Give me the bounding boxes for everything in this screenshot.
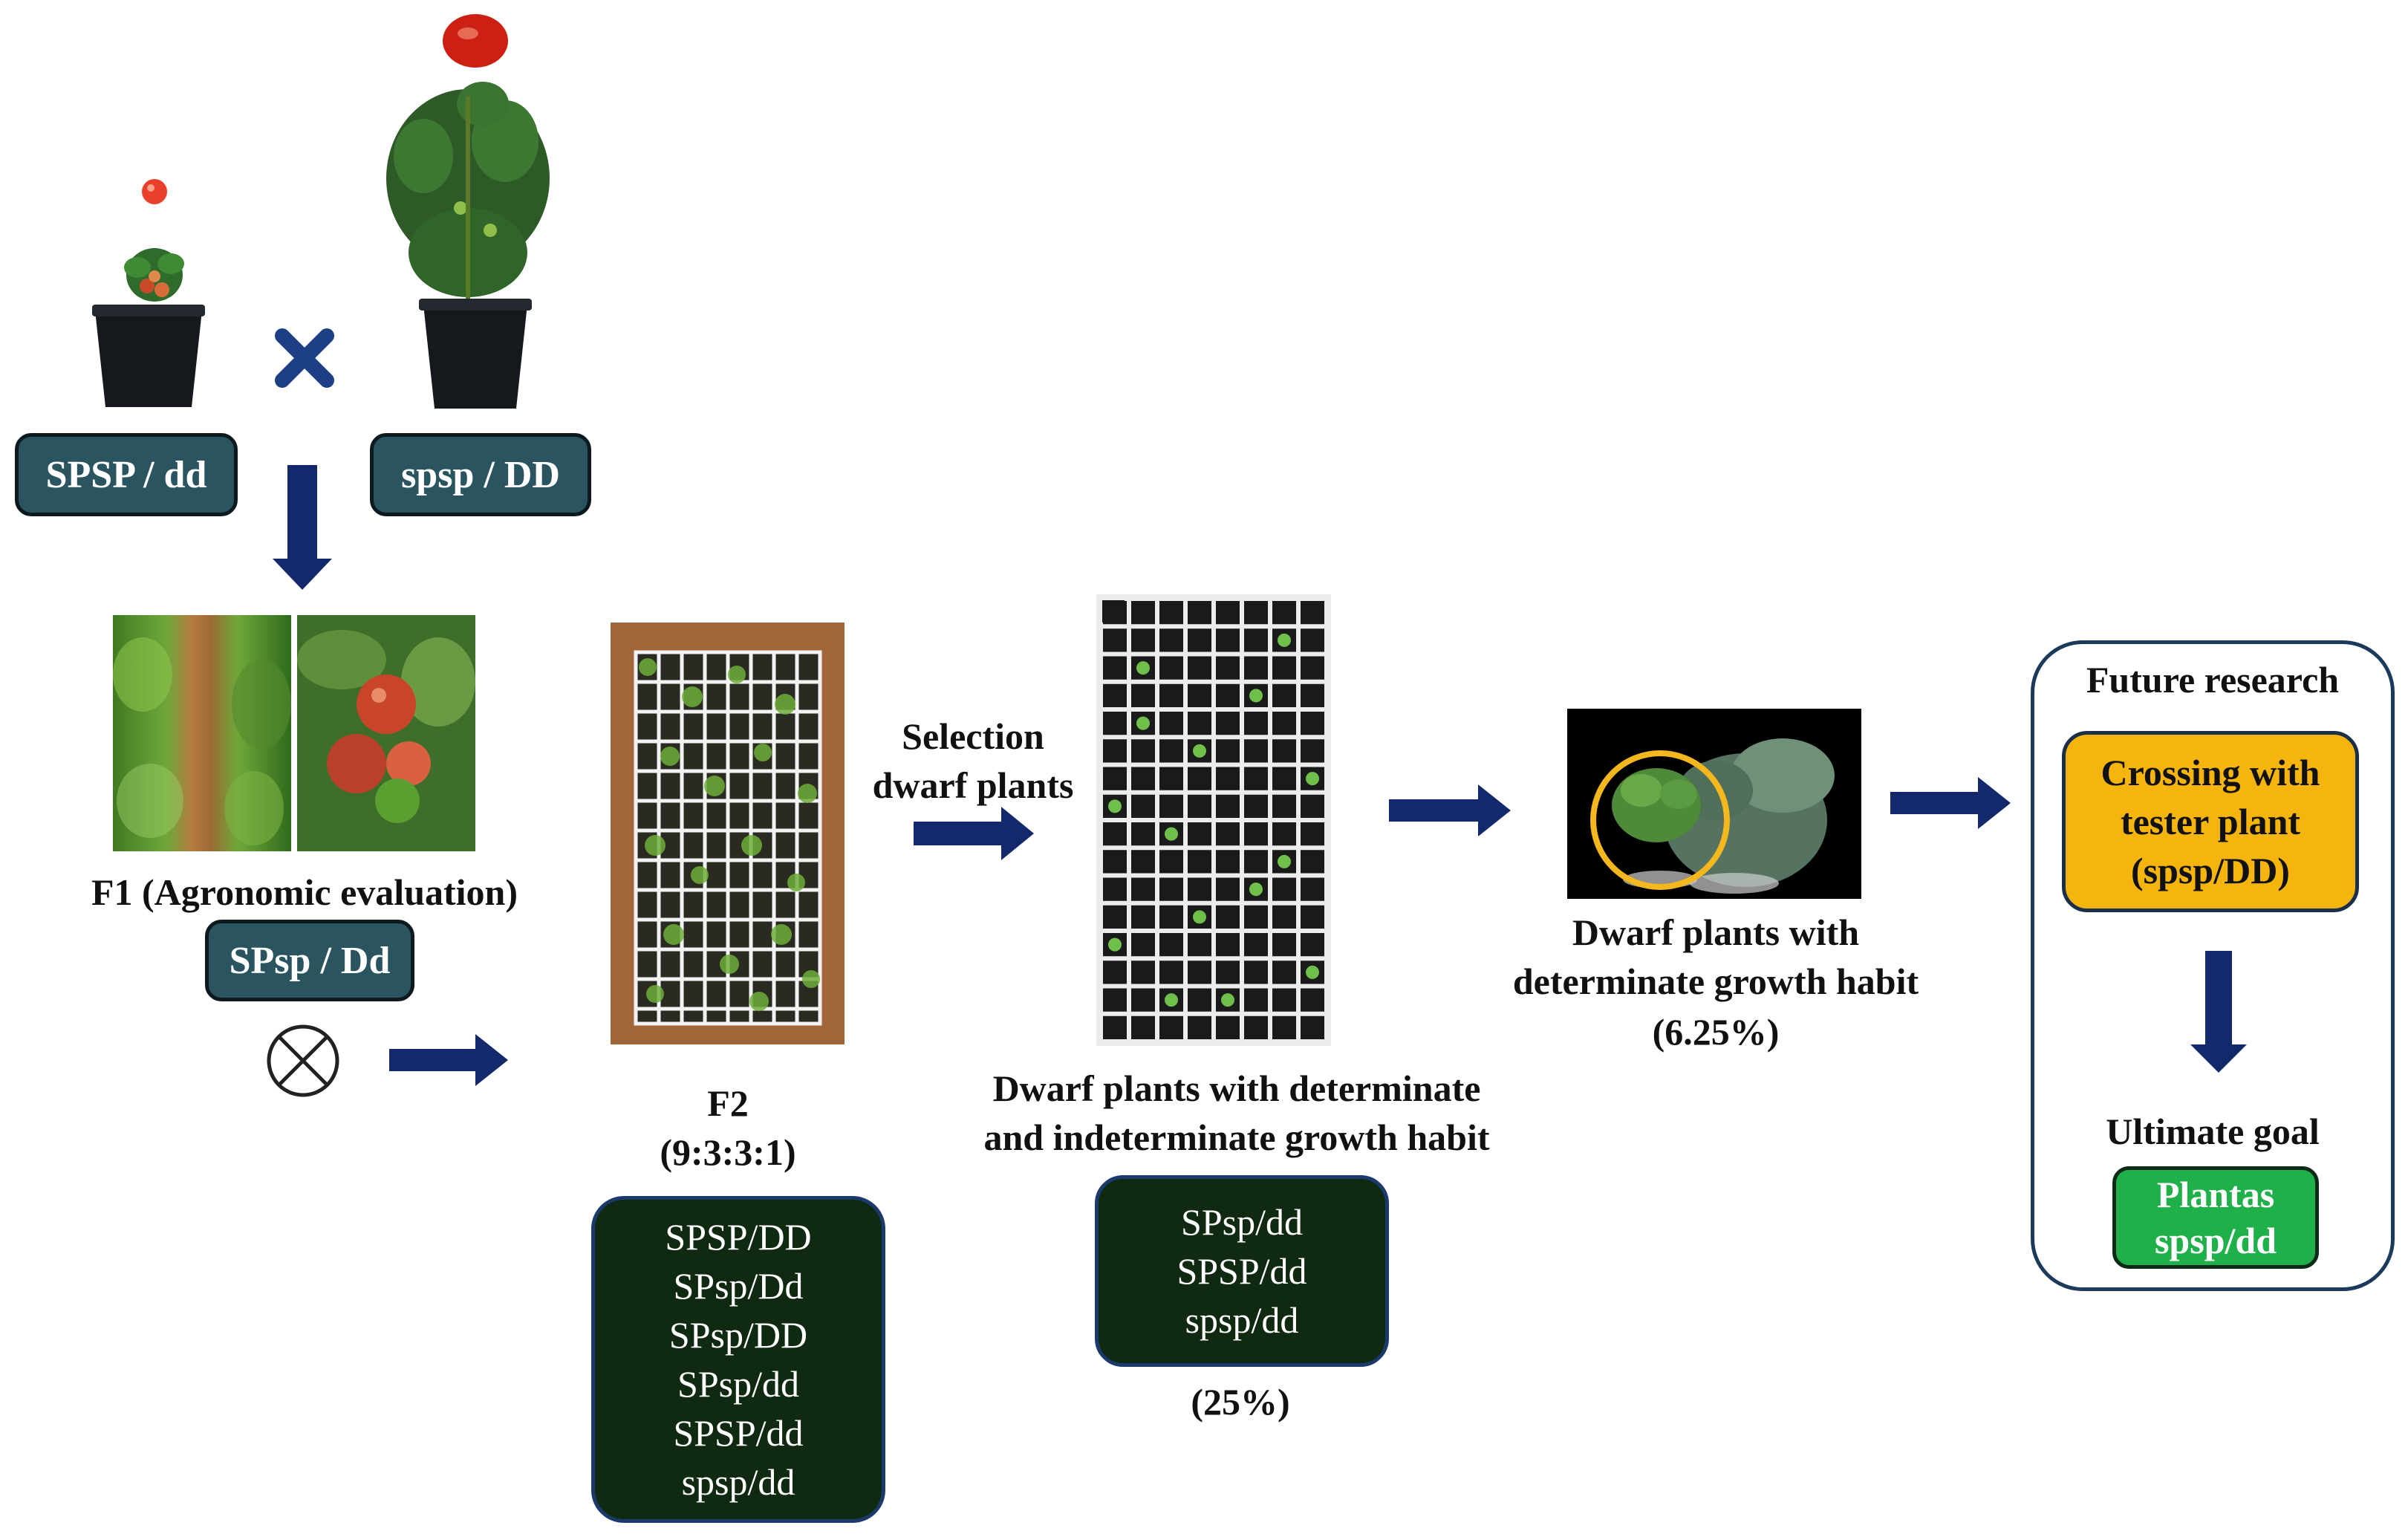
- dwarf-mixed-genotype-item: spsp/dd: [1185, 1299, 1299, 1341]
- arrow-down-to-goal: [2190, 951, 2247, 1073]
- f1-fruit-photo: [297, 615, 475, 851]
- f2-genotype-item: SPsp/DD: [668, 1314, 808, 1356]
- parent-genotype-left: SPSP / dd: [15, 433, 238, 516]
- arrow-right-selection: [914, 807, 1034, 860]
- tall-parent-plant-image: [386, 14, 550, 409]
- dwarf-selection-tray-photo: [1096, 594, 1331, 1046]
- determinate-title-line2: determinate growth habit: [1512, 961, 1919, 1002]
- f1-title: F1 (Agronomic evaluation): [91, 871, 518, 913]
- f2-seedling-tray-photo: [611, 623, 845, 1044]
- dwarf-mixed-percent: (25%): [1191, 1381, 1290, 1423]
- selection-label-line2: dwarf plants: [872, 764, 1074, 806]
- f1-genotype: SPsp / Dd: [205, 920, 414, 1001]
- dwarf-mixed-genotype-box: SPsp/dd SPSP/dd spsp/dd: [1095, 1175, 1389, 1367]
- f2-genotype-item: SPSP/DD: [665, 1216, 812, 1258]
- arrow-right-to-f2: [389, 1034, 508, 1086]
- dwarf-mixed-genotype-item: SPSP/dd: [1177, 1250, 1307, 1292]
- goal-line2: spsp/dd: [2154, 1220, 2277, 1261]
- crossing-line2: tester plant: [2120, 801, 2301, 842]
- f2-genotype-item: SPsp/Dd: [673, 1265, 804, 1307]
- selection-label-line1: Selection: [902, 715, 1044, 757]
- crossing-tester-box: Crossing with tester plant (spsp/DD): [2062, 731, 2359, 912]
- parent-genotype-right-text: spsp / DD: [401, 453, 560, 496]
- dwarf-parent-plant-image: [92, 179, 205, 407]
- future-research-title: Future research: [2086, 659, 2340, 701]
- dwarf-mixed-title-line1: Dwarf plants with determinate: [992, 1067, 1481, 1109]
- determinate-plants-photo: [1567, 709, 1861, 899]
- f1-genotype-text: SPsp / Dd: [229, 939, 391, 982]
- future-research-panel: [2031, 640, 2395, 1291]
- goal-plants-box: Plantas spsp/dd: [2112, 1166, 2319, 1269]
- arrow-down-to-f1: [273, 465, 332, 590]
- f2-genotype-item: spsp/dd: [681, 1461, 795, 1503]
- crossing-line3: (spsp/DD): [2131, 850, 2290, 891]
- determinate-percent: (6.25%): [1652, 1011, 1780, 1053]
- f2-genotype-item: SPSP/dd: [673, 1412, 804, 1454]
- determinate-title-line1: Dwarf plants with: [1572, 911, 1860, 953]
- f1-field-photo: [113, 615, 291, 851]
- dwarf-mixed-title-line2: and indeterminate growth habit: [983, 1117, 1490, 1158]
- goal-line1: Plantas: [2156, 1174, 2275, 1215]
- dwarf-mixed-genotype-item: SPsp/dd: [1181, 1201, 1303, 1243]
- ultimate-goal-title: Ultimate goal: [2106, 1111, 2320, 1152]
- f2-genotype-item: SPsp/dd: [677, 1363, 799, 1405]
- parent-genotype-right: spsp / DD: [370, 433, 591, 516]
- parent-genotype-left-text: SPSP / dd: [45, 453, 207, 496]
- x-cross-icon: [275, 328, 334, 388]
- f2-ratio: (9:3:3:1): [660, 1131, 796, 1173]
- arrow-right-to-future: [1890, 777, 2011, 829]
- otimes-self-cross-icon: [267, 1024, 339, 1097]
- crossing-line1: Crossing with: [2101, 752, 2320, 793]
- f2-title: F2: [707, 1082, 749, 1124]
- arrow-right-to-determinate: [1389, 784, 1511, 836]
- f2-genotype-box: SPSP/DD SPsp/Dd SPsp/DD SPsp/dd SPSP/dd …: [591, 1196, 885, 1523]
